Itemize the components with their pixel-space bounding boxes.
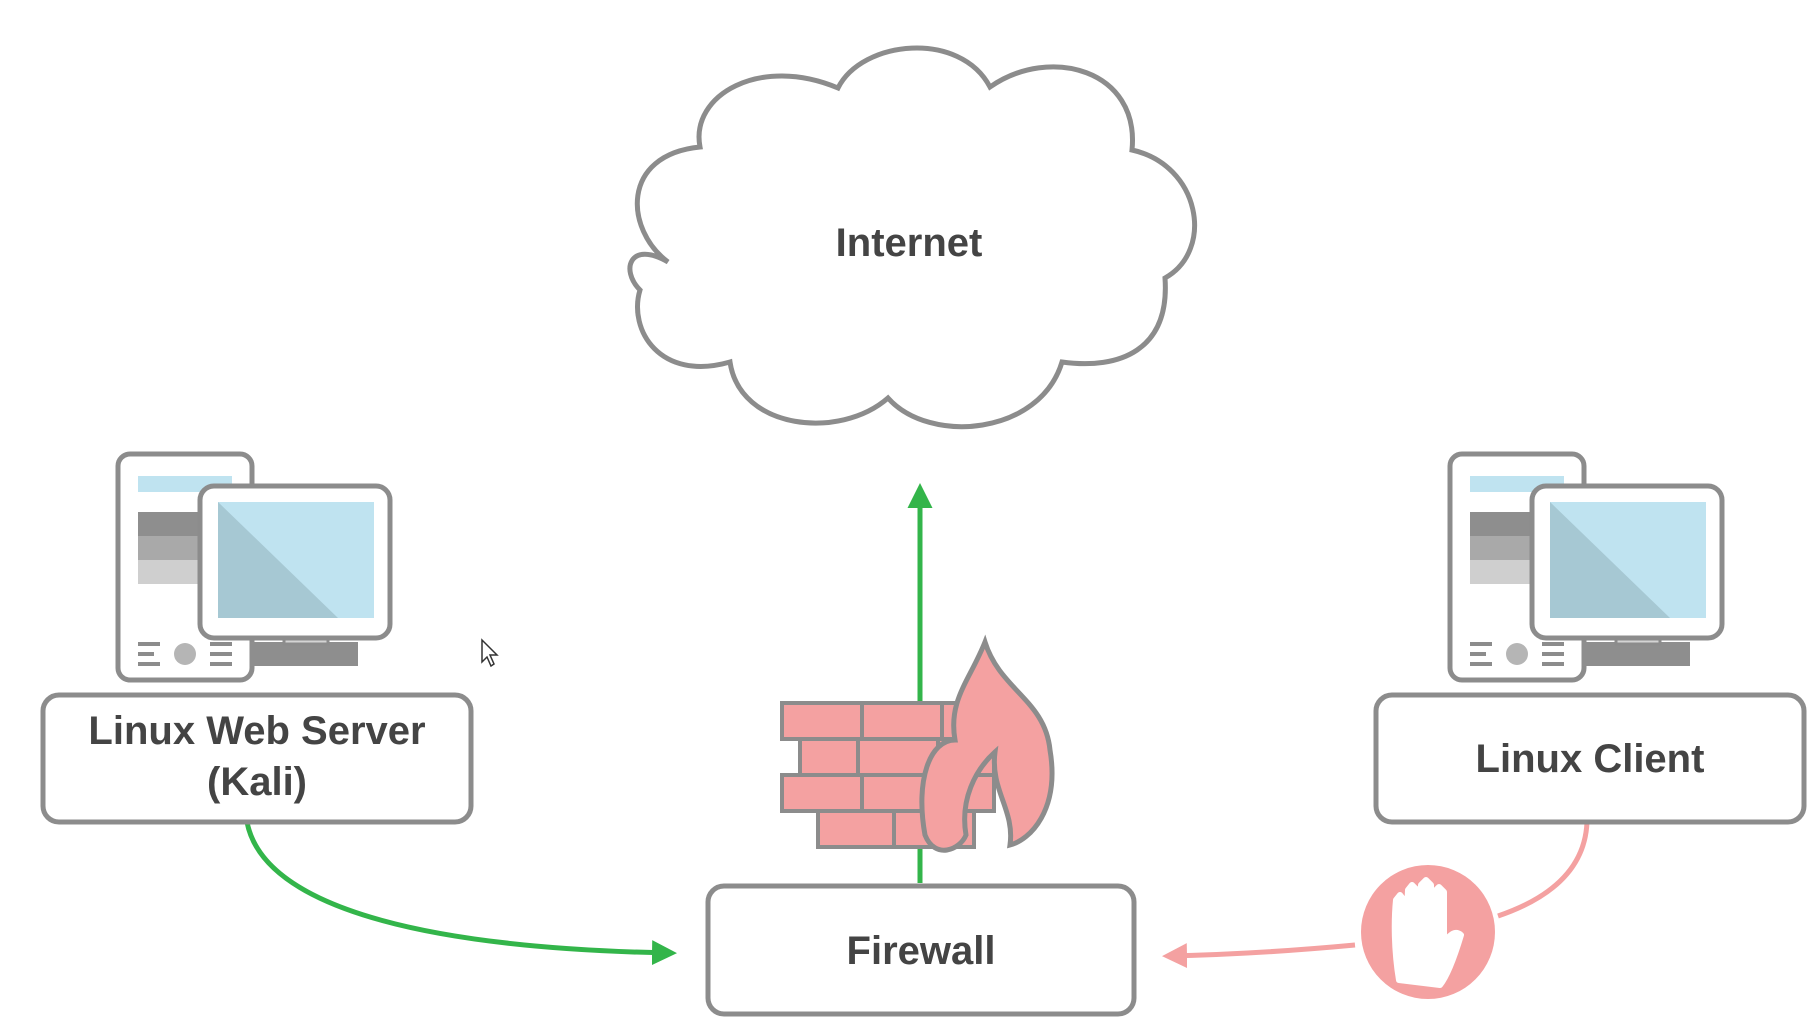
internet-node: Internet <box>627 45 1198 430</box>
client-node[interactable]: Linux Client <box>1373 454 1807 825</box>
internet-label: Internet <box>836 221 983 265</box>
firewall-box <box>705 883 1137 1017</box>
client-box <box>1373 692 1807 825</box>
stop-hand-icon <box>1361 865 1495 999</box>
web-server-box <box>40 692 474 825</box>
cloud-icon <box>627 45 1198 430</box>
client-label: Linux Client <box>1476 737 1705 781</box>
firewall-brick-flame-icon <box>780 634 1055 853</box>
web-server-label-line2: (Kali) <box>207 760 307 804</box>
firewall-label: Firewall <box>847 929 996 973</box>
web-server-label-line1: Linux Web Server <box>88 709 425 753</box>
firewall-node[interactable]: Firewall <box>705 634 1137 1017</box>
connection-web-server-to-firewall <box>244 821 677 966</box>
connection-client-to-firewall-blocked <box>1167 821 1590 956</box>
web-server-node[interactable]: Linux Web Server (Kali) <box>40 454 474 825</box>
desktop-computer-icon <box>118 454 390 680</box>
mouse-pointer-icon <box>481 638 499 668</box>
desktop-computer-icon <box>1450 454 1722 680</box>
